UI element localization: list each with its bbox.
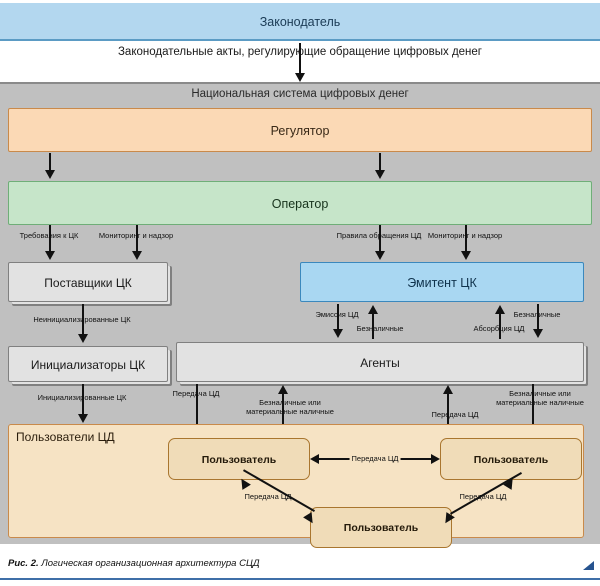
edge-transfer-4-label: Передача ЦД (459, 492, 507, 501)
node-user-bottom-label: Пользователь (343, 522, 419, 534)
edge-absorption-arrowhead (495, 305, 505, 314)
edge-transfer-2-label: Передача ЦД (431, 410, 479, 419)
node-agents: Агенты (176, 342, 584, 382)
panel-users-label: Пользователи ЦД (16, 430, 115, 444)
edge-transfer-1-label: Передача ЦД (172, 389, 220, 398)
edge-legislative-acts-line (299, 43, 301, 75)
edge-cashless-material-2-label-line2: материальные наличные (496, 398, 584, 407)
edge-cashless-1-label: Безналичные (356, 324, 404, 333)
figure-caption-text: Логическая организационная архитектура С… (41, 558, 260, 569)
node-user-left: Пользователь (168, 438, 310, 480)
node-user-right: Пользователь (440, 438, 582, 480)
edge-absorption-line (499, 312, 501, 339)
edge-initialized-line (82, 384, 84, 416)
node-user-bottom: Пользователь (310, 507, 452, 548)
edge-initialized-arrowhead (78, 414, 88, 423)
edge-cashless-2-label: Безналичные (513, 310, 561, 319)
edge-reg-oper-right-arrowhead (375, 170, 385, 179)
node-user-right-label: Пользователь (473, 454, 549, 466)
corner-triangle-icon (583, 561, 594, 570)
edge-cashless-1-arrowhead (368, 305, 378, 314)
edge-absorption-label: Абсорбция ЦД (473, 324, 525, 333)
figure-caption-prefix: Рис. 2. (8, 558, 39, 569)
edge-reg-oper-left-arrowhead (45, 170, 55, 179)
edge-requirements-arrowhead (45, 251, 55, 260)
edge-cashless-2-line (537, 304, 539, 331)
edge-rules-cd-label: Правила обращения ЦД (336, 231, 422, 240)
node-operator: Оператор (8, 181, 592, 225)
edge-monitoring-left-arrowhead (132, 251, 142, 260)
node-emitent-label: Эмитент ЦК (407, 276, 477, 290)
node-agents-label: Агенты (360, 356, 400, 370)
edge-rules-cd-arrowhead (375, 251, 385, 260)
node-legislator-label: Законодатель (259, 15, 341, 29)
edge-monitoring-left-line (136, 225, 138, 253)
edge-cashless-material-1-label-line2: материальные наличные (246, 407, 334, 416)
node-suppliers: Поставщики ЦК (8, 262, 168, 302)
node-regulator: Регулятор (8, 108, 592, 152)
edge-transfer-3-label: Передача ЦД (244, 492, 292, 501)
edge-transfer-mid-arrowhead-left (310, 454, 319, 464)
edge-emission-label: Эмиссия ЦД (315, 310, 359, 319)
edge-transfer-mid-label: Передача ЦД (349, 454, 401, 463)
edge-cashless-material-2-label-line1: Безналичные или (509, 389, 571, 398)
edge-emission-line (337, 304, 339, 331)
edge-requirements-label: Требования к ЦК (19, 231, 79, 240)
edge-cashless-material-1-arrowhead (278, 385, 288, 394)
node-suppliers-label: Поставщики ЦК (44, 276, 132, 290)
edge-requirements-line (49, 225, 51, 253)
edge-cashless-1-line (372, 312, 374, 339)
edge-rules-cd-line (379, 225, 381, 253)
edge-transfer-2-arrowhead (443, 385, 453, 394)
node-regulator-label: Регулятор (270, 124, 330, 138)
node-operator-label: Оператор (271, 197, 329, 211)
node-legislator: Законодатель (0, 3, 600, 41)
edge-cashless-material-2-line (532, 384, 534, 430)
edge-cashless-material-1-label-line1: Безналичные или (259, 398, 321, 407)
edge-uninitialized-label: Неинициализированные ЦК (33, 315, 131, 324)
edge-transfer-mid-arrowhead-right (431, 454, 440, 464)
edge-transfer-2-line (447, 392, 449, 438)
edge-initialized-label: Инициализированные ЦК (37, 393, 127, 402)
edge-uninitialized-arrowhead (78, 334, 88, 343)
edge-reg-oper-left-line (49, 153, 51, 172)
edge-emission-arrowhead (333, 329, 343, 338)
node-initializers: Инициализаторы ЦК (8, 346, 168, 382)
edge-monitoring-right-label: Мониторинг и надзор (427, 231, 503, 240)
edge-cashless-2-arrowhead (533, 329, 543, 338)
node-user-left-label: Пользователь (201, 454, 277, 466)
edge-monitoring-right-arrowhead (461, 251, 471, 260)
edge-monitoring-left-label: Мониторинг и надзор (98, 231, 174, 240)
figure-caption: Рис. 2. Логическая организационная архит… (8, 558, 260, 569)
edge-cashless-material-1-line (282, 392, 284, 438)
edge-transfer-1-line (196, 384, 198, 430)
bottom-rule (0, 578, 600, 580)
edge-uninitialized-line (82, 304, 84, 335)
edge-reg-oper-right-line (379, 153, 381, 172)
node-initializers-label: Инициализаторы ЦК (30, 358, 146, 372)
panel-national-system-label: Национальная система цифровых денег (191, 88, 409, 100)
edge-legislative-acts-arrowhead (295, 73, 305, 82)
edge-monitoring-right-line (465, 225, 467, 253)
node-emitent: Эмитент ЦК (300, 262, 584, 302)
